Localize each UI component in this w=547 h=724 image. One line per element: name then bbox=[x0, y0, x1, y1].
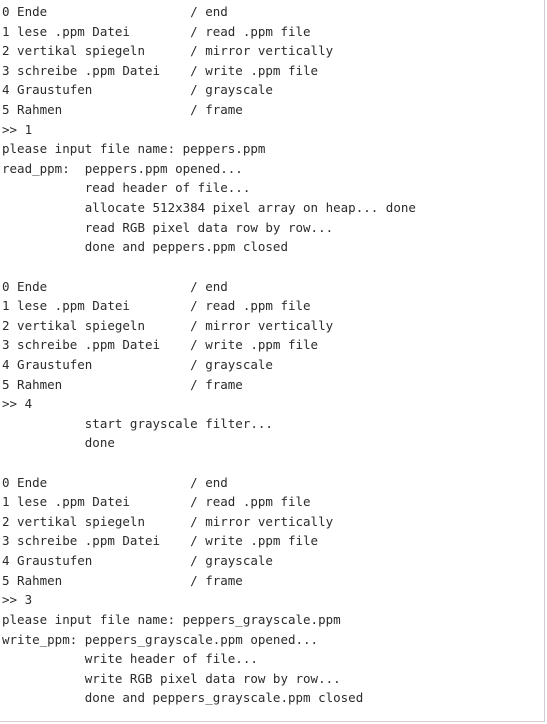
console-line: 3 schreibe .ppm Datei / write .ppm file bbox=[2, 337, 319, 353]
console-line: done bbox=[2, 435, 115, 451]
console-line: read_ppm: peppers.ppm opened... bbox=[2, 160, 243, 176]
console-line: 3 schreibe .ppm Datei / write .ppm file bbox=[2, 62, 319, 78]
console-line: done and peppers.ppm closed bbox=[2, 239, 288, 255]
console-line: 0 Ende / end bbox=[2, 474, 228, 490]
console-line: 0 Ende / end bbox=[2, 278, 228, 294]
console-line: 1 lese .ppm Datei / read .ppm file bbox=[2, 23, 311, 39]
console-line: start grayscale filter... bbox=[2, 415, 273, 431]
console-line: 1 lese .ppm Datei / read .ppm file bbox=[2, 298, 311, 314]
console-line: 3 schreibe .ppm Datei / write .ppm file bbox=[2, 533, 319, 549]
console-line: 4 Graustufen / grayscale bbox=[2, 356, 273, 372]
console-line: >> 1 bbox=[2, 121, 33, 137]
console-line: 0 Ende / end bbox=[2, 4, 228, 19]
console-line: 2 vertikal spiegeln / mirror vertically bbox=[2, 43, 334, 59]
console-line: 5 Rahmen / frame bbox=[2, 376, 243, 392]
console-line: allocate 512x384 pixel array on heap... … bbox=[2, 200, 416, 216]
console-line: 2 vertikal spiegeln / mirror vertically bbox=[2, 513, 334, 529]
console-line: write header of file... bbox=[2, 651, 258, 667]
console-line: please input file name: peppers_grayscal… bbox=[2, 611, 341, 627]
console-line bbox=[2, 453, 416, 473]
console-line: 5 Rahmen / frame bbox=[2, 102, 243, 118]
console-line: 1 lese .ppm Datei / read .ppm file bbox=[2, 494, 311, 510]
console-line: read RGB pixel data row by row... bbox=[2, 219, 334, 235]
console-line: 5 Rahmen / frame bbox=[2, 572, 243, 588]
console-line: 4 Graustufen / grayscale bbox=[2, 82, 273, 98]
console-line: please input file name: peppers.ppm bbox=[2, 141, 266, 157]
console-line: 2 vertikal spiegeln / mirror vertically bbox=[2, 317, 334, 333]
console-line: read header of file... bbox=[2, 180, 251, 196]
console-lines: 0 Ende / end 1 lese .ppm Datei / read .pp… bbox=[2, 2, 416, 708]
console-line: >> 3 bbox=[2, 592, 33, 608]
console-line bbox=[2, 257, 416, 277]
console-line: write RGB pixel data row by row... bbox=[2, 670, 341, 686]
console-line: 4 Graustufen / grayscale bbox=[2, 553, 273, 569]
console-line: done and peppers_grayscale.ppm closed bbox=[2, 690, 364, 706]
console-line: >> 4 bbox=[2, 396, 33, 412]
console-line: write_ppm: peppers_grayscale.ppm opened.… bbox=[2, 631, 319, 647]
